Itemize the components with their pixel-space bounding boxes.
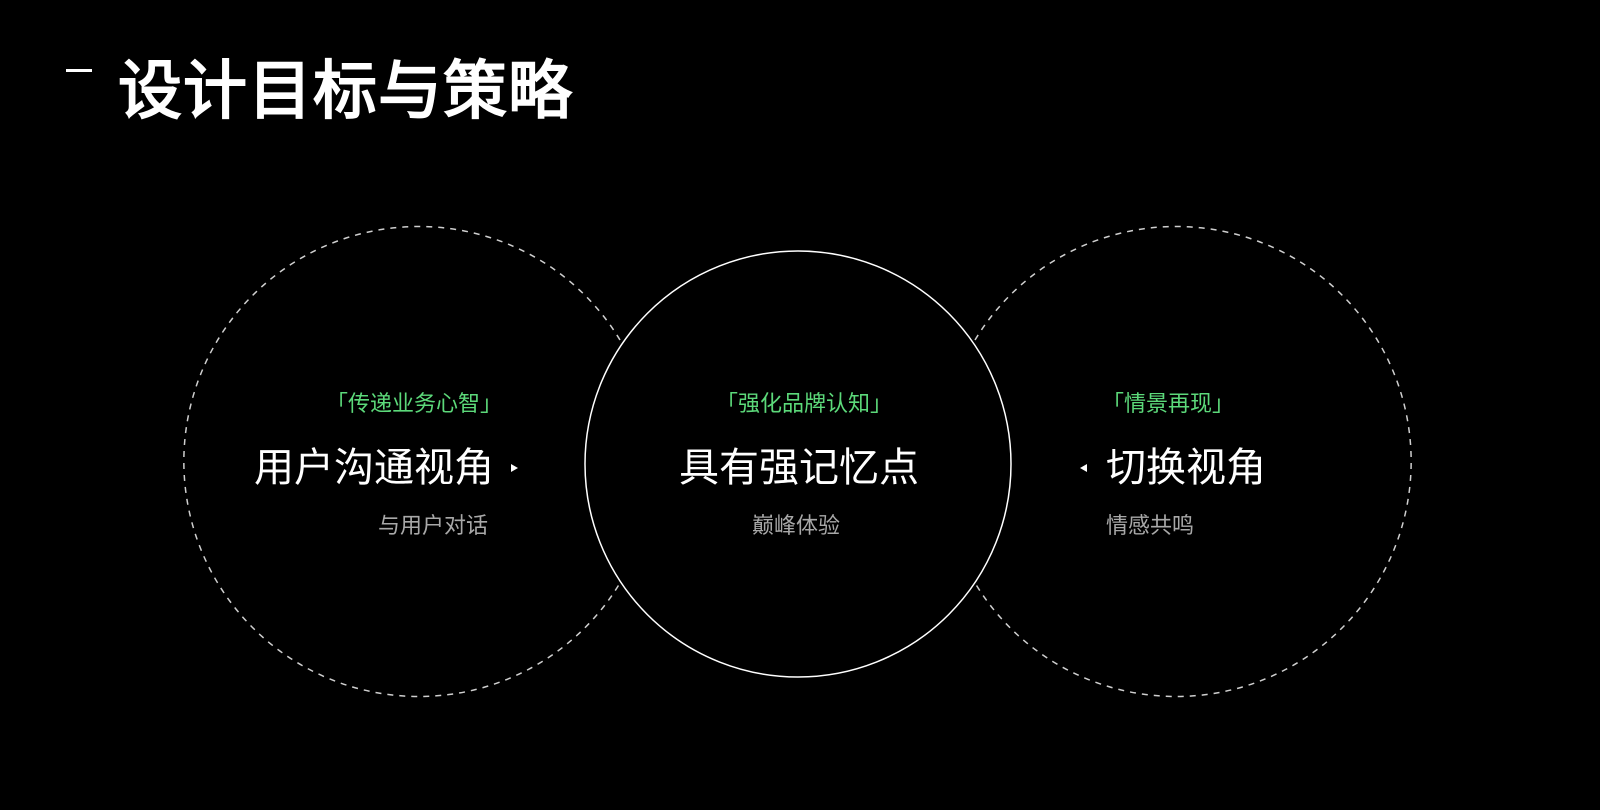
left-dashed-circle (183, 225, 621, 698)
title-dash-decoration (66, 69, 92, 72)
triangle-right-icon (511, 464, 518, 472)
triangle-left-icon (1080, 464, 1087, 472)
right-circle-subtitle: 情感共鸣 (1106, 514, 1195, 539)
center-circle-tag: 「强化品牌认知」 (716, 392, 893, 417)
left-circle-subtitle: 与用户对话 (378, 514, 489, 539)
right-dashed-circle (974, 225, 1412, 698)
center-solid-circle (584, 250, 1012, 678)
center-circle-subtitle: 巅峰体验 (752, 514, 841, 539)
center-circle-title: 具有强记忆点 (679, 445, 919, 491)
right-circle-title: 切换视角 (1106, 445, 1266, 491)
page-title: 设计目标与策略 (118, 55, 573, 129)
right-circle-tag: 「情景再现」 (1102, 392, 1235, 417)
left-circle-tag: 「传递业务心智」 (326, 392, 503, 417)
left-circle-title: 用户沟通视角 (254, 445, 494, 491)
